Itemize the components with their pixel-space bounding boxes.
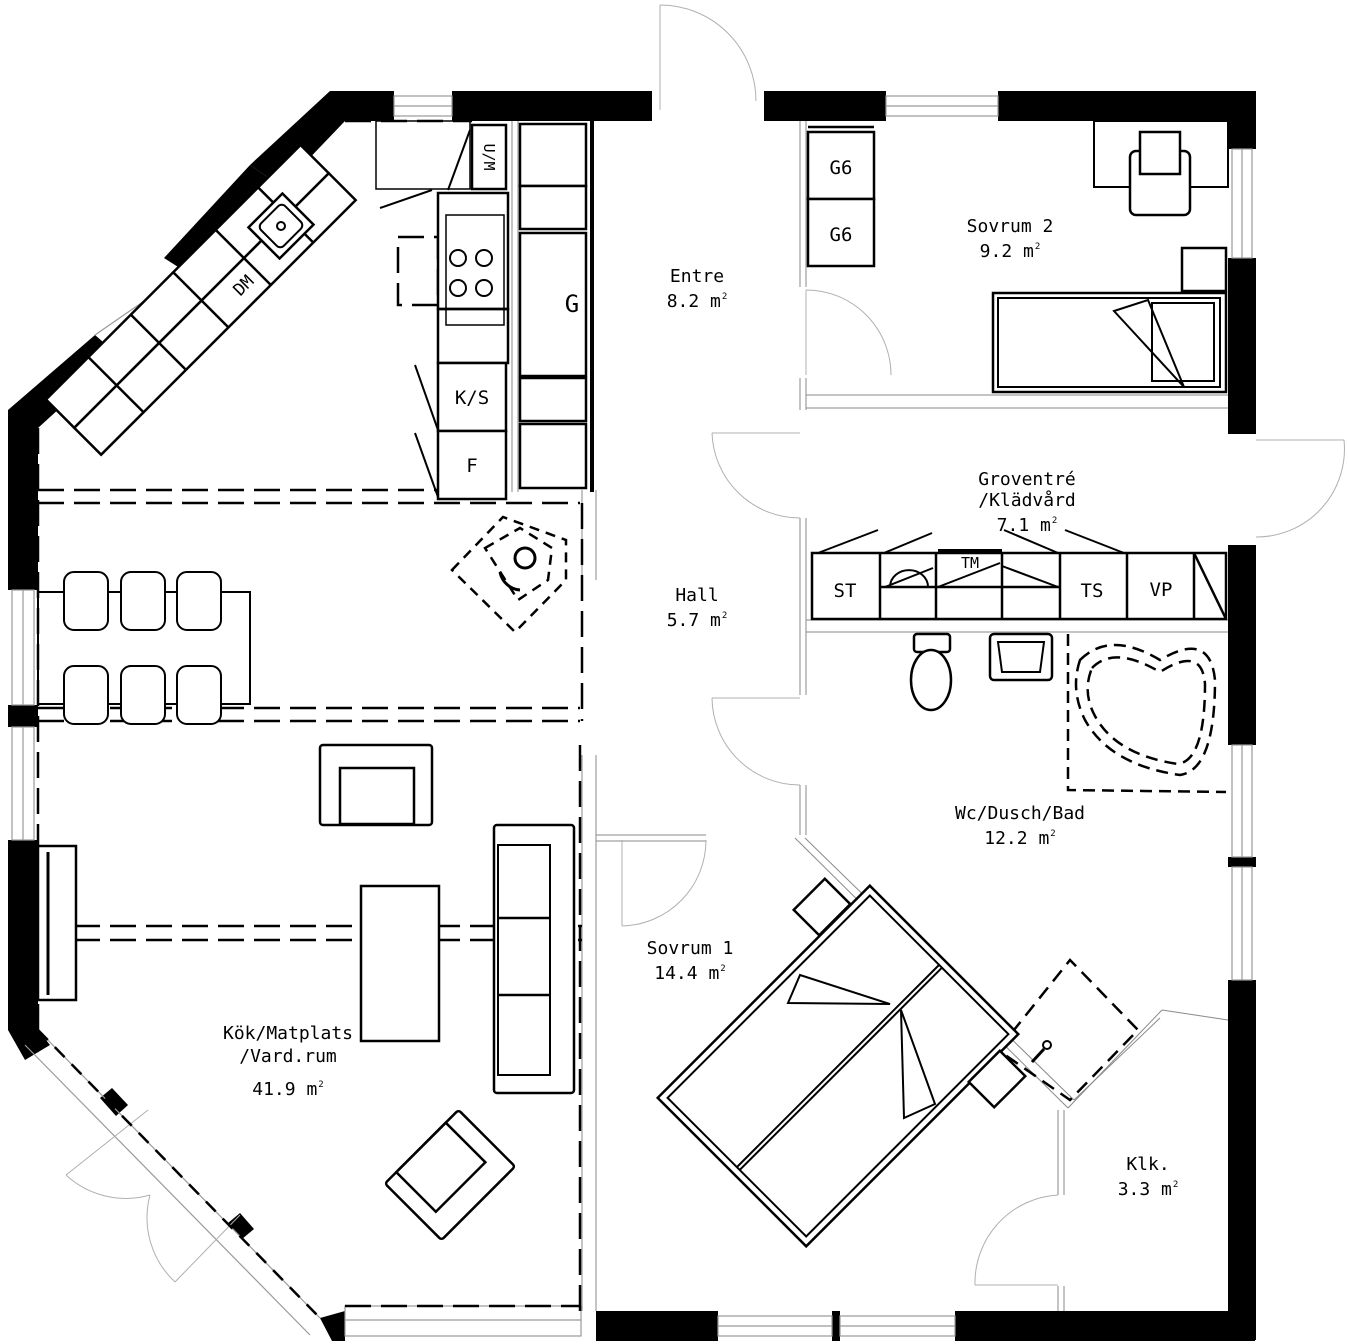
room-label-groventre: Groventré /Klädvård 7.1 m2 bbox=[978, 469, 1076, 536]
fixture-g6-bottom: G6 bbox=[829, 224, 853, 246]
fixture-g6-top: G6 bbox=[829, 157, 853, 179]
room-area: 41.9 m2 bbox=[252, 1079, 324, 1100]
room-area: 5.7 m2 bbox=[666, 610, 728, 631]
kitchen-fixtures bbox=[44, 120, 594, 501]
room-label-wc: Wc/Dusch/Bad 12.2 m2 bbox=[955, 803, 1085, 849]
fixture-um: U/M bbox=[480, 143, 498, 171]
room-name-line2: /Vard.rum bbox=[239, 1046, 337, 1067]
room-name-line2: /Klädvård bbox=[978, 490, 1076, 511]
room-area: 7.1 m2 bbox=[996, 515, 1058, 536]
sovrum2-furniture bbox=[806, 120, 1229, 394]
groventre-fixtures bbox=[810, 529, 1228, 621]
room-name: Hall bbox=[675, 585, 719, 606]
fixture-tm: TM bbox=[960, 554, 980, 572]
fixture-ts: TS bbox=[1080, 580, 1104, 602]
room-label-kok: Kök/Matplats /Vard.rum 41.9 m2 bbox=[223, 1022, 353, 1101]
room-name: Entre bbox=[669, 266, 725, 287]
room-name: Klk. bbox=[1126, 1154, 1170, 1175]
room-name: Kök/Matplats bbox=[222, 1023, 354, 1044]
room-name: Wc/Dusch/Bad bbox=[954, 803, 1086, 824]
room-area: 12.2 m2 bbox=[984, 828, 1056, 849]
fixture-vp: VP bbox=[1149, 579, 1173, 601]
fixture-st: ST bbox=[833, 580, 857, 602]
room-label-sovrum2: Sovrum 2 9.2 m2 bbox=[967, 216, 1054, 262]
room-area: 9.2 m2 bbox=[979, 241, 1041, 262]
room-name: Groventré bbox=[978, 469, 1076, 490]
door-swings bbox=[65, 4, 1345, 1286]
fixture-g: G bbox=[564, 290, 580, 318]
wc-fixtures bbox=[909, 632, 1227, 1102]
fixture-f: F bbox=[466, 455, 478, 477]
room-label-sovrum1: Sovrum 1 14.4 m2 bbox=[647, 938, 734, 984]
room-label-entre: Entre 8.2 m2 bbox=[667, 266, 728, 312]
fireplace bbox=[450, 515, 568, 634]
room-area: 14.4 m2 bbox=[654, 963, 726, 984]
living-furniture bbox=[36, 743, 576, 1241]
room-label-klk: Klk. 3.3 m2 bbox=[1118, 1154, 1179, 1200]
dining-set bbox=[37, 571, 251, 725]
fixture-ks: K/S bbox=[454, 387, 490, 409]
sovrum1-furniture bbox=[655, 876, 1028, 1249]
room-name: Sovrum 1 bbox=[646, 938, 734, 959]
dashed-overhead-lines bbox=[36, 119, 584, 1319]
room-label-hall: Hall 5.7 m2 bbox=[667, 585, 728, 631]
room-area: 3.3 m2 bbox=[1117, 1179, 1179, 1200]
room-area: 8.2 m2 bbox=[666, 291, 728, 312]
room-name: Sovrum 2 bbox=[966, 216, 1054, 237]
